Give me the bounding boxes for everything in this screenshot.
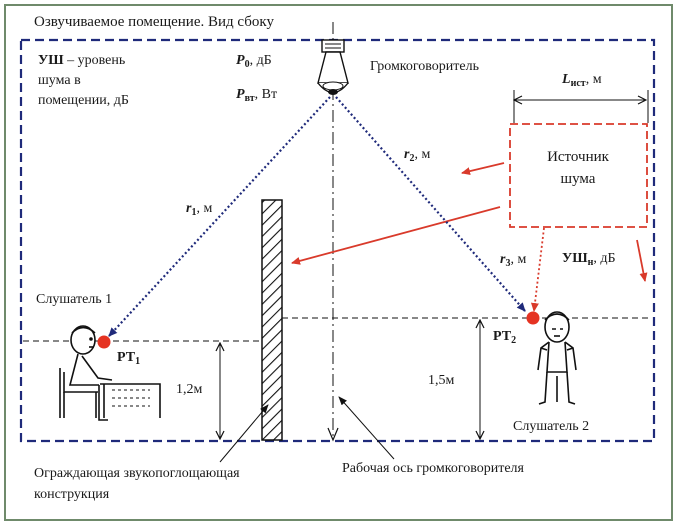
noise-level-background-label: УШн, дБ bbox=[562, 251, 616, 268]
reference-point-1 bbox=[97, 335, 111, 349]
speaker-label: Громкоговоритель bbox=[370, 59, 479, 74]
speaker-axis-label: Рабочая ось громкоговорителя bbox=[342, 461, 525, 476]
axis-leader bbox=[338, 396, 395, 460]
source-length-label: Lист, м bbox=[561, 72, 602, 89]
noise-path-to-pt2 bbox=[530, 227, 545, 312]
barrier-label-line2: конструкция bbox=[34, 487, 110, 502]
r3-label: r3, м bbox=[500, 252, 526, 269]
power-label: Pвт, Вт bbox=[236, 87, 277, 104]
listener-2-figure bbox=[537, 311, 577, 405]
noise-arrow-down bbox=[636, 239, 648, 282]
listener-2-label: Слушатель 2 bbox=[513, 419, 589, 434]
noise-source-label-line1: Источник bbox=[547, 149, 610, 165]
axis-arrowhead bbox=[327, 427, 339, 442]
outer-frame bbox=[4, 4, 673, 521]
pt2-label: РТ2 bbox=[493, 329, 516, 346]
noise-arrow-up bbox=[461, 162, 505, 176]
sound-absorbing-barrier bbox=[261, 199, 283, 441]
sound-level-label: P0, дБ bbox=[236, 53, 272, 70]
r1-label: r1, м bbox=[186, 201, 212, 218]
diagram-title: Озвучиваемое помещение. Вид сбоку bbox=[34, 14, 274, 30]
noise-arrow-to-barrier bbox=[291, 206, 501, 265]
listener-1-label: Слушатель 1 bbox=[36, 292, 112, 307]
listener-1-figure bbox=[59, 325, 161, 421]
path-r2 bbox=[335, 96, 526, 312]
noise-source-label-line2: шума bbox=[561, 171, 596, 187]
pt1-label: РТ1 bbox=[117, 350, 140, 367]
noise-level-legend-line2: шума в bbox=[38, 73, 81, 88]
noise-level-legend: УШ – уровень bbox=[38, 53, 125, 68]
r2-label: r2, м bbox=[404, 147, 430, 164]
height-1-label: 1,2м bbox=[176, 382, 203, 397]
reference-point-2 bbox=[526, 311, 540, 325]
barrier-label-line1: Ограждающая звукопоглощающая bbox=[34, 466, 240, 481]
barrier-leader bbox=[219, 404, 269, 463]
height-2-label: 1,5м bbox=[428, 373, 455, 388]
noise-level-legend-line3: помещении, дБ bbox=[38, 93, 129, 108]
path-r1 bbox=[108, 96, 331, 337]
loudspeaker-icon bbox=[317, 39, 349, 95]
